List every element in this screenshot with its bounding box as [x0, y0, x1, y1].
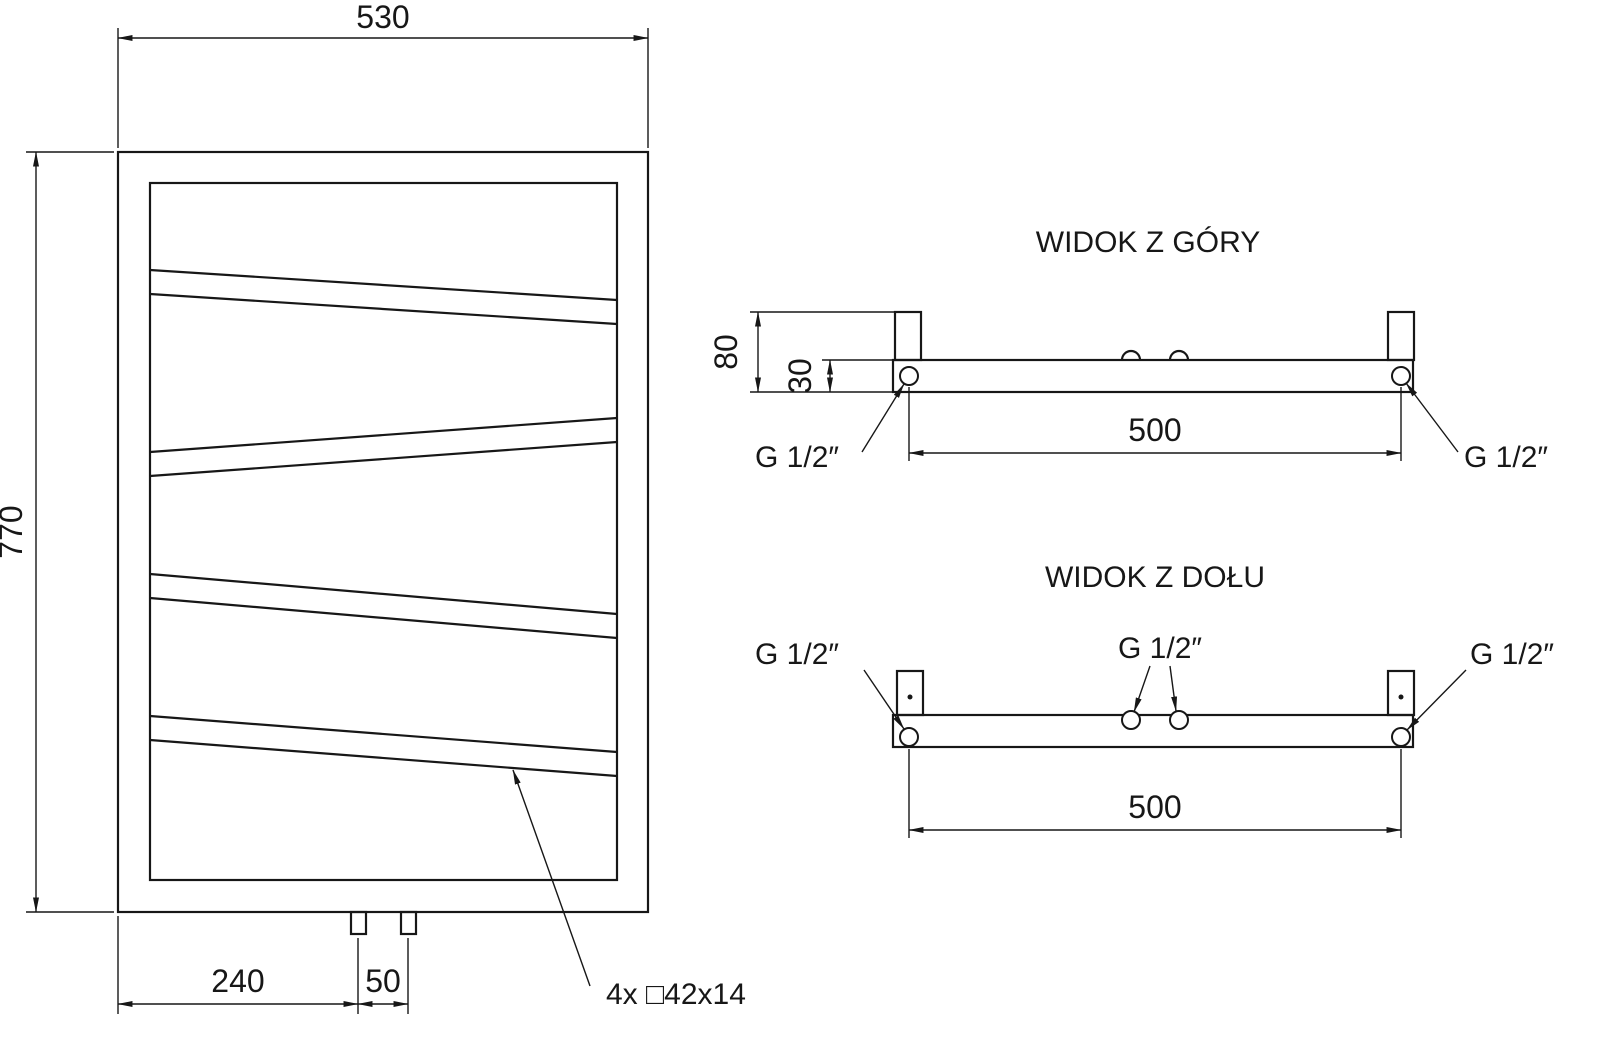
bottom-view-title: WIDOK Z DOŁU [1045, 561, 1265, 594]
radiator-inner-frame [148, 181, 619, 882]
leader-line-thread-right [1406, 669, 1467, 731]
tube-1-top-edge [149, 268, 618, 302]
radiator-outer-frame [116, 150, 650, 914]
top-view-bar [891, 358, 1415, 394]
connection-stub-left [349, 910, 368, 936]
dim-width-label: 530 [356, 0, 409, 35]
tube-3-bottom-edge [149, 596, 618, 640]
leader-line-thread-right [1405, 382, 1459, 453]
bracket-screw-hole-left [907, 694, 913, 700]
bottom-view-bracket-left [895, 669, 925, 717]
leader-line-thread-center-left [1133, 665, 1151, 713]
leader-line-thread-left [861, 383, 905, 453]
top-view-bracket-right [1386, 310, 1416, 362]
thread-right-label: G 1/2″ [1470, 638, 1554, 671]
connection-hole-right [1391, 366, 1411, 386]
center-connection-bump-right [1168, 349, 1190, 361]
tube-2-top-edge [149, 416, 618, 454]
connection-stub-right [399, 910, 418, 936]
center-connection-hole-right [1169, 710, 1189, 730]
top-view-bracket-left [893, 310, 923, 362]
leader-line-profile-note [512, 769, 591, 987]
bottom-view-bracket-right [1386, 669, 1416, 717]
top-view: WIDOK Z GÓRY 80 30 500 G 1/2″ G 1/2″ [708, 226, 1548, 474]
connection-hole-right [1391, 727, 1411, 747]
bottom-view-bar [891, 713, 1415, 749]
center-connection-bump-left [1120, 349, 1142, 361]
thread-left-label: G 1/2″ [755, 638, 839, 671]
front-view [116, 150, 650, 936]
dim-span-label: 500 [1128, 412, 1181, 448]
thread-right-label: G 1/2″ [1464, 441, 1548, 474]
leader-line-thread-center-right [1169, 665, 1178, 712]
leader-line-thread-left [863, 669, 905, 730]
bottom-view: WIDOK Z DOŁU G 1/2″ G 1/2″ G 1/2″ 500 [755, 561, 1554, 838]
dim-spacing-label: 50 [365, 963, 401, 999]
tube-4-top-edge [149, 714, 618, 754]
front-view-dimensions: 530 770 240 50 4x □42x14 [0, 0, 746, 1014]
center-connection-hole-left [1121, 710, 1141, 730]
tube-1-bottom-edge [149, 292, 618, 326]
connection-hole-left [899, 366, 919, 386]
tube-4-bottom-edge [149, 738, 618, 778]
thread-center-label: G 1/2″ [1118, 632, 1202, 665]
dim-height-label: 770 [0, 505, 29, 558]
thread-left-label: G 1/2″ [755, 441, 839, 474]
bracket-screw-hole-right [1398, 694, 1404, 700]
tube-2-bottom-edge [149, 440, 618, 478]
dim-total-depth-label: 80 [708, 334, 744, 370]
profile-note-label: 4x □42x14 [606, 978, 746, 1011]
dim-offset-label: 240 [211, 963, 264, 999]
tube-3-top-edge [149, 572, 618, 616]
connection-hole-left [899, 727, 919, 747]
top-view-title: WIDOK Z GÓRY [1036, 226, 1260, 259]
dim-bar-depth-label: 30 [782, 358, 818, 394]
dim-span-label: 500 [1128, 789, 1181, 825]
